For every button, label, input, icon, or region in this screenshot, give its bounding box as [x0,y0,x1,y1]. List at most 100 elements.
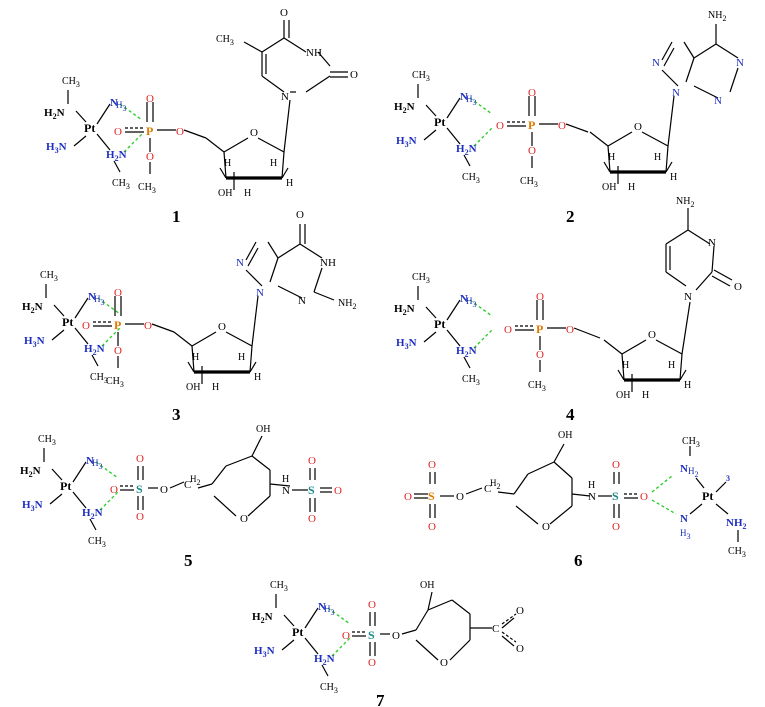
oxygen-label: O [136,453,144,465]
hydroxyl-label: OH [420,580,434,591]
coordinated-n-label: N [680,463,688,475]
amine-h2n-label: H2N [394,303,415,317]
amine-h2n-label: H2N [394,101,415,115]
bond [245,269,263,287]
bond [695,271,713,291]
coordinated-n-label: N [88,291,96,303]
bond [665,271,687,287]
carboxyl-o-label: O [516,605,524,617]
bond [715,503,729,515]
bond [151,323,175,333]
bond [269,257,279,283]
amine-h2n-label: H2N [252,611,273,625]
oxygen-label: O [558,120,566,132]
bond [695,477,705,489]
amino-label: NH2 [708,10,726,23]
methyl-label: CH3 [270,580,288,593]
sulfur-label: S [368,628,375,642]
bond [573,327,601,339]
bond [685,57,695,83]
methyl-label: CH3 [138,182,156,195]
bond [527,461,555,475]
ring-oxygen-label: O [648,329,656,341]
hydrogen-label: H [282,474,289,485]
n9-label: N [672,87,680,99]
bond [197,483,213,489]
bond [283,37,307,53]
phosphate-bonds [506,95,559,169]
oxygen-label: O [334,485,342,497]
pt-complex-bonds [417,83,493,167]
structure-number-7: 7 [376,691,385,707]
oxygen-label: O [612,459,620,471]
oxygen-label: O [536,349,544,361]
bond [251,295,259,347]
coordinated-n-label: N [318,601,326,613]
n3-label: N [708,237,716,249]
platinum-label: Pt [434,115,445,129]
bond [213,495,237,517]
bond [261,37,285,53]
platinum-label: Pt [62,315,73,329]
oxygen-label: O [146,151,154,163]
amine-label: NH2 [726,517,747,531]
carbonyl-o-label: O [296,209,304,221]
hydrogen-label: H3 [466,94,477,107]
methyl-label: CH3 [216,34,234,47]
hydrogen-label: H3 [680,528,691,541]
n9-label: N [256,287,264,299]
hydroxyl-label: OH [186,382,200,393]
hydrogen-label: H [642,390,649,401]
platinum-label: Pt [702,489,713,503]
ester-o-label: O [160,484,168,496]
bond [553,443,565,463]
bond [261,75,285,93]
oxygen-label: O [308,455,316,467]
oxygen-label: O [612,521,620,533]
carbonyl-o-label: O [350,69,358,81]
methyl-label: CH3 [682,436,700,449]
bond [245,241,257,261]
oxygen-label: O [504,324,512,336]
hydrogen-label: H [192,352,199,363]
hydrogen-label: H [628,182,635,193]
bond [501,613,517,625]
carbon-label: C [184,479,191,491]
bond [501,617,515,629]
oxygen-label: O [136,511,144,523]
bond [305,75,331,93]
bond [715,481,727,493]
sulfur-label: S [612,489,619,503]
oxygen-label: O [368,657,376,669]
methyl-label: CH3 [412,272,430,285]
bond [427,591,433,611]
bond [449,639,471,661]
bond [715,43,739,59]
oxygen-label: O [528,87,536,99]
methyl-label: CH3 [106,376,124,389]
hydroxyl-label: OH [558,430,572,441]
bond [317,51,331,67]
bond [513,473,529,495]
pt-complex-bonds [43,447,119,531]
ring-oxygen-label: O [542,521,550,533]
bond [571,493,591,497]
methyl-label: CH3 [320,682,338,695]
oxygen-label: O [496,120,504,132]
hydrogen-label: H [654,152,661,163]
bond [211,465,227,485]
hydrogen-label: H [254,372,261,383]
methyl-label: CH3 [40,270,58,283]
n1-label: N [684,291,692,303]
bond [247,247,259,267]
coordinated-h2n-label: H2N [314,653,335,667]
oxygen-label: O [640,491,648,503]
bond [565,123,589,133]
bond [251,435,263,457]
